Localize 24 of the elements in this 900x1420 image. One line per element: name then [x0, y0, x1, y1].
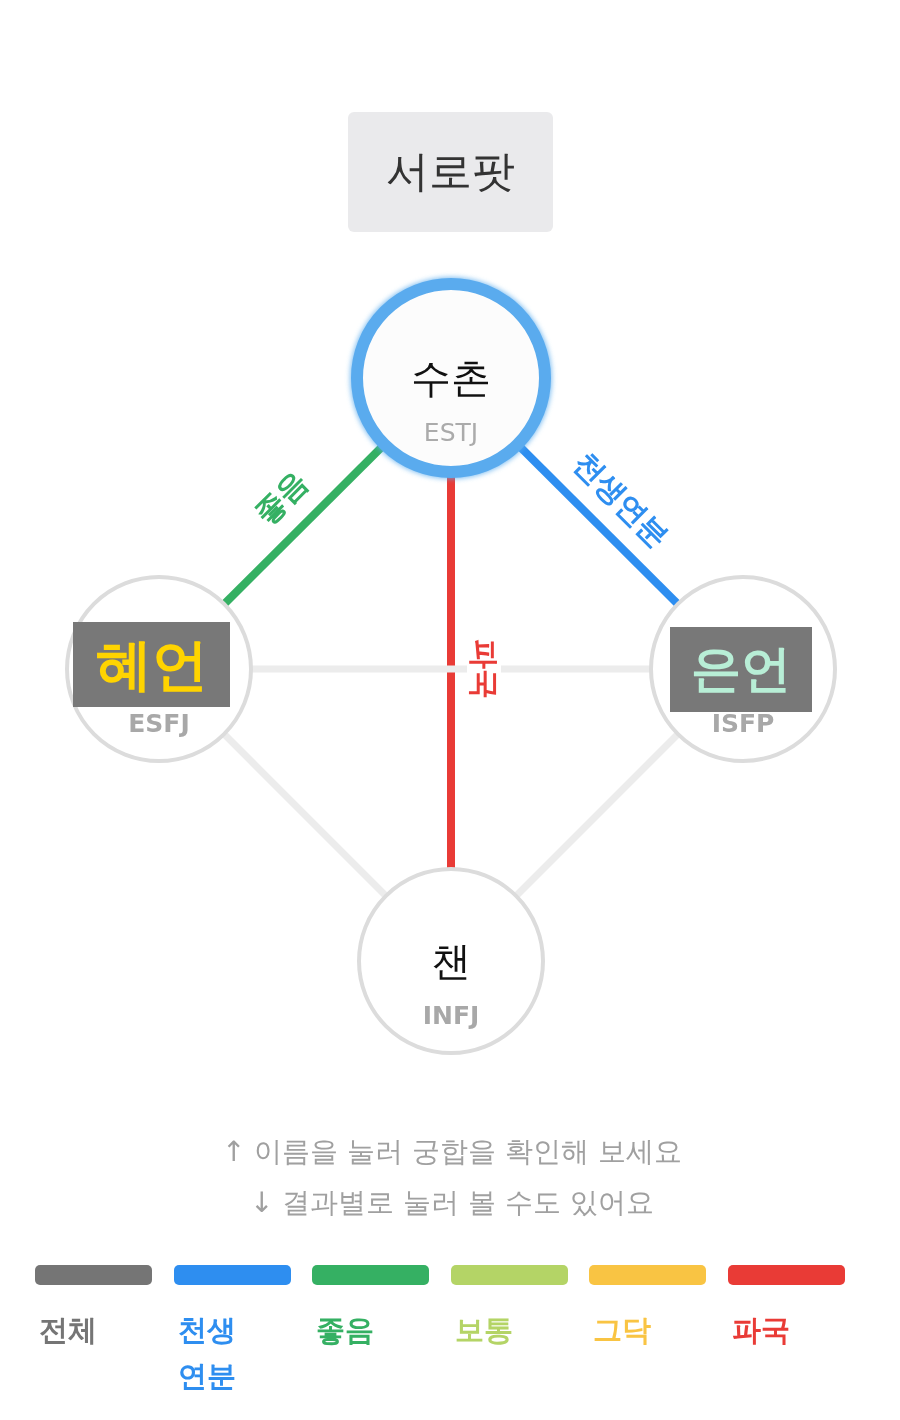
legend-label: 좋음 — [316, 1312, 375, 1349]
link-line — [222, 445, 384, 607]
group-title: 서로팟 — [386, 147, 515, 197]
legend-label: 보통 — [455, 1312, 514, 1349]
type-code: INFJ — [422, 1001, 480, 1031]
link-line — [222, 732, 388, 898]
link-line — [252, 665, 650, 673]
type-code: ESFJ — [128, 709, 190, 739]
legend-label: 전체 — [39, 1312, 98, 1349]
person-name: 수촌 — [411, 354, 491, 403]
link-line — [514, 732, 680, 898]
legend-label: 파국 — [732, 1312, 791, 1349]
type-code: ESTJ — [423, 418, 479, 448]
type-code: ISFP — [711, 709, 775, 739]
name-tag: 은언 — [670, 627, 812, 712]
legend-label: 그닥 — [593, 1312, 652, 1349]
legend-label: 천생연분 — [178, 1312, 237, 1395]
link-line — [518, 445, 680, 607]
hint-text: ↑ 이름을 눌러 궁합을 확인해 보세요 — [222, 1134, 682, 1170]
person-name: 챈 — [431, 937, 471, 986]
edge-label: 파국 — [467, 637, 501, 701]
link-line — [447, 477, 455, 868]
hint-text: ↓ 결과별로 눌러 볼 수도 있어요 — [250, 1185, 654, 1221]
name-tag: 혜언 — [73, 622, 230, 707]
